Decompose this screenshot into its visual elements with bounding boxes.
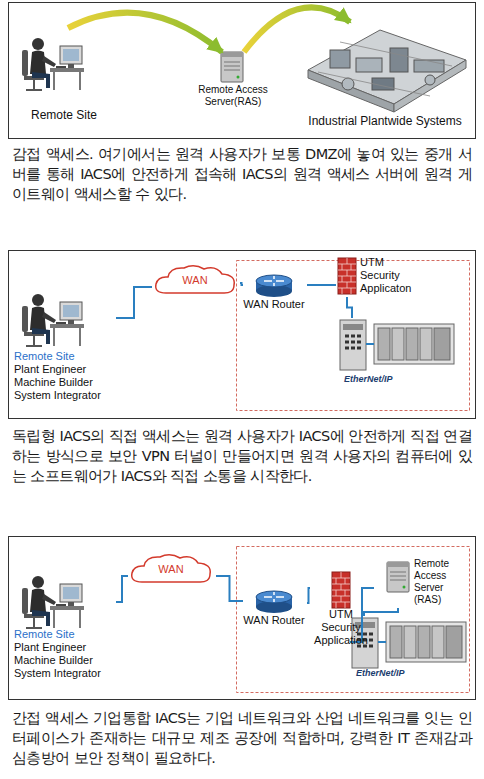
remote-site: Remote SitePlant Engineer Machine Builde… bbox=[12, 572, 116, 682]
network-link bbox=[116, 287, 152, 318]
access-arrow bbox=[244, 7, 350, 52]
node-label: UTM Security Application bbox=[310, 608, 372, 647]
wan-router: WAN Router bbox=[243, 272, 307, 313]
node-label: UTM Security Applicaton bbox=[360, 256, 420, 295]
wan-cloud: WAN bbox=[152, 263, 240, 297]
node-body: Plant Engineer Machine Builder System In… bbox=[14, 363, 114, 402]
node-label: WAN Router bbox=[243, 614, 305, 627]
server-icon bbox=[221, 52, 243, 82]
access-arrow bbox=[68, 13, 222, 52]
site-boundary bbox=[237, 547, 470, 693]
ethernet-ip-equipment: EtherNet/IP bbox=[338, 318, 462, 387]
node-label: Remote Access Server (RAS) bbox=[414, 558, 470, 606]
server-icon bbox=[387, 562, 409, 592]
node-label: WAN bbox=[152, 274, 238, 287]
node-label: Remote Site bbox=[14, 628, 114, 641]
node-label: EtherNet/IP bbox=[356, 668, 460, 679]
network-link bbox=[347, 297, 352, 318]
panel-frame bbox=[9, 3, 476, 139]
network-link bbox=[116, 576, 128, 602]
network-link bbox=[216, 576, 243, 601]
node-label: Remote Access Server(RAS) bbox=[178, 84, 288, 108]
node-body: Plant Engineer Machine Builder System In… bbox=[14, 641, 114, 680]
network-link bbox=[307, 284, 336, 286]
firewall-icon bbox=[332, 572, 350, 608]
node-label: Remote Site bbox=[14, 350, 114, 363]
node-label: Industrial Plantwide Systems bbox=[300, 114, 470, 128]
wan-router: WAN Router bbox=[243, 588, 307, 629]
person-icon bbox=[22, 576, 84, 628]
person-icon bbox=[22, 38, 84, 90]
remote-access-server: Remote Access Server (RAS) bbox=[384, 558, 472, 608]
remote-site: Remote SitePlant Engineer Machine Builde… bbox=[12, 290, 116, 404]
remote-access-server: Remote Access Server(RAS) bbox=[178, 52, 290, 110]
network-link bbox=[364, 608, 398, 616]
person-icon bbox=[22, 294, 84, 346]
plant-systems: Industrial Plantwide Systems bbox=[300, 22, 472, 130]
panel-frame bbox=[9, 251, 476, 419]
figure-caption: 간접 액세스 기업통합 IACS는 기업 네트워크와 산업 네트워크를 잇는 인… bbox=[12, 708, 472, 768]
router-icon bbox=[256, 275, 292, 297]
equipment-icon bbox=[340, 320, 454, 370]
node-label: EtherNet/IP bbox=[344, 374, 454, 385]
node-label: Remote Site bbox=[14, 108, 114, 122]
network-link bbox=[240, 283, 243, 285]
ethernet-ip-equipment: EtherNet/IP bbox=[350, 616, 466, 681]
firewall-icon bbox=[338, 258, 356, 294]
figure-caption: 감접 액세스. 여기에서는 원격 사용자가 보통 DMZ에 놓여 있는 중개 서… bbox=[12, 144, 472, 204]
utm-security: UTM Security Application bbox=[310, 570, 374, 649]
remote-site: Remote Site bbox=[14, 28, 116, 124]
router-icon bbox=[256, 591, 292, 613]
figure-caption: 독립형 IACS의 직접 액세스는 원격 사용자가 IACS에 안전하게 직접 … bbox=[12, 426, 472, 486]
plant-icon bbox=[308, 30, 466, 112]
equipment-icon bbox=[352, 618, 466, 668]
network-link bbox=[307, 588, 310, 603]
node-label: WAN Router bbox=[243, 298, 305, 311]
network-link bbox=[350, 588, 374, 642]
wan-cloud: WAN bbox=[128, 552, 216, 586]
panel-frame bbox=[9, 537, 476, 700]
node-label: WAN bbox=[128, 563, 214, 576]
utm-security: UTM Security Applicaton bbox=[336, 256, 422, 297]
